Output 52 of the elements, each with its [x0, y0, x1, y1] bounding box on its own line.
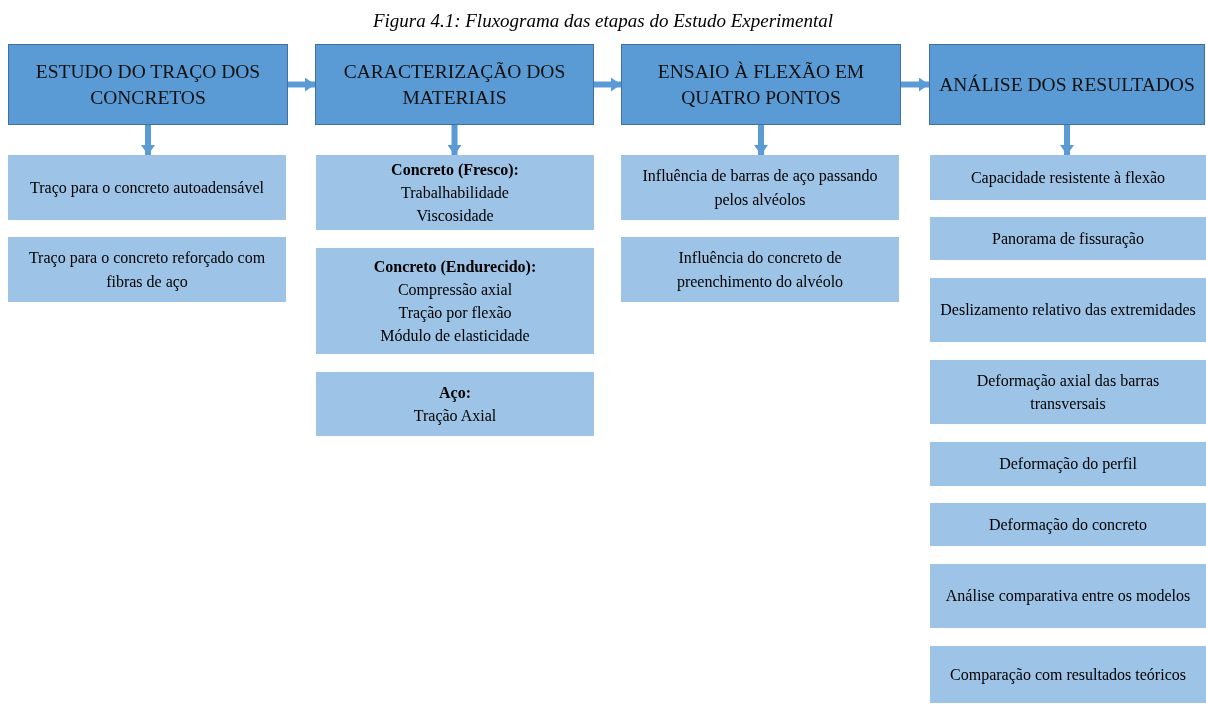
box-text: Influência de barras de aço passando pelos alvéolos [641, 166, 879, 211]
item-box [930, 442, 1206, 486]
box-text: Traço para o concreto reforçado com fibras de aço [27, 248, 267, 293]
block-arrow [1060, 125, 1074, 155]
box-text: CARACTERIZAÇÃO DOS MATERIAIS [342, 60, 567, 110]
box-text: Influência do concreto de preenchimento do alvéolo [675, 248, 845, 293]
box-text: ENSAIO À FLEXÃO EM QUATRO PONTOS [656, 60, 866, 110]
box-heading: Concreto (Fresco): [391, 159, 519, 181]
item-box [316, 155, 594, 230]
block-arrow [447, 125, 462, 155]
stage-box [929, 44, 1205, 125]
stage-box [621, 44, 901, 125]
box-text: Módulo de elasticidade [380, 326, 530, 347]
box-text: Panorama de fissuração [992, 228, 1144, 250]
item-box [930, 646, 1206, 703]
box-text: Comparação com resultados teóricos [950, 664, 1186, 686]
box-heading: Aço: [439, 382, 471, 404]
item-box [316, 372, 594, 436]
item-box [930, 155, 1206, 200]
block-arrow [901, 77, 929, 92]
box-text: Tração por flexão [398, 303, 512, 324]
box-text: Deformação do concreto [988, 514, 1148, 536]
box-heading: Concreto (Endurecido): [373, 256, 537, 278]
box-text: Deformação do perfil [999, 454, 1137, 475]
box-text: Tração Axial [413, 406, 497, 427]
box-text: Análise comparativa entre os modelos [945, 586, 1191, 607]
box-text: Deformação axial das barras transversais [975, 370, 1161, 414]
box-text: ANÁLISE DOS RESULTADOS [939, 72, 1195, 97]
box-text: Traço para o concreto autoadensável [30, 177, 264, 199]
stage-box [315, 44, 594, 125]
item-box [930, 278, 1206, 342]
box-text: Compressão axial [397, 279, 513, 301]
box-text: Deslizamento relativo das extremidades [940, 300, 1196, 321]
item-box [930, 564, 1206, 628]
box-text: Capacidade resistente à flexão [970, 167, 1166, 189]
box-text: Viscosidade [416, 206, 494, 227]
figure-title: Figura 4.1: Fluxograma das etapas do Estudo Experimental [372, 10, 834, 31]
item-box [621, 155, 899, 220]
item-box [8, 237, 286, 302]
block-arrow [141, 125, 155, 155]
item-box [621, 237, 899, 302]
item-box [316, 248, 594, 354]
item-box [930, 360, 1206, 424]
block-arrow [594, 77, 621, 92]
box-text: Trabalhabilidade [401, 182, 509, 203]
item-box [930, 217, 1206, 260]
block-arrow [288, 77, 315, 92]
item-box [930, 503, 1206, 546]
item-box [8, 155, 286, 220]
box-text: ESTUDO DO TRAÇO DOS CONCRETOS [34, 60, 262, 110]
block-arrow [754, 125, 768, 155]
stage-box [8, 44, 288, 125]
